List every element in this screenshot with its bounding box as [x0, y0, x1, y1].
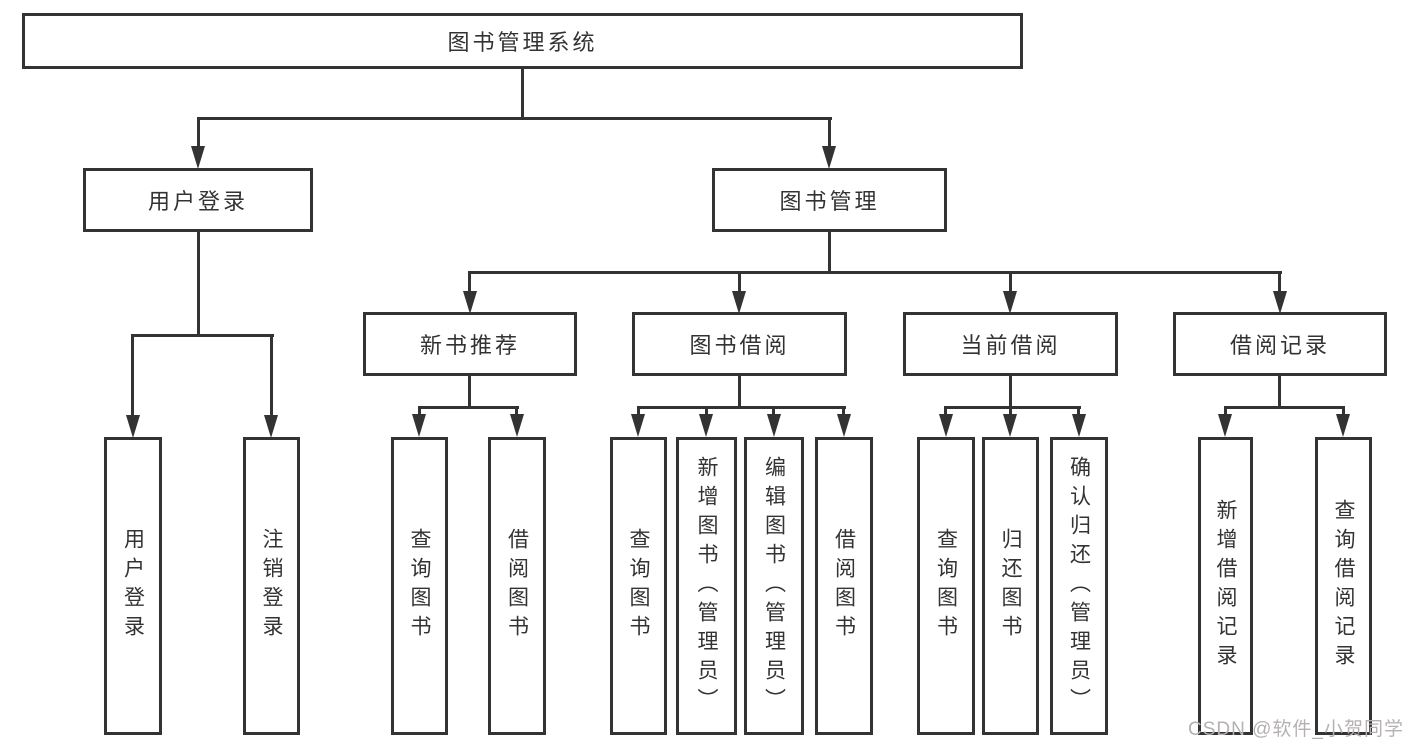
arrow-down-icon: [822, 146, 836, 169]
csdn-watermark: CSDN @软件_小贺同学: [1188, 719, 1404, 740]
arrow-down-icon: [126, 415, 140, 438]
connector-new-book-down: [468, 376, 471, 409]
node-borrow-record: 借阅记录: [1173, 312, 1387, 376]
leaf-confirm-return-admin: 确认归还（管理员）: [1050, 437, 1108, 735]
connector-book-borrow-down: [738, 376, 741, 409]
leaf-logout: 注销登录: [243, 437, 300, 735]
connector-new-book-split: [418, 406, 519, 409]
connector-l3-stem: [738, 271, 741, 293]
arrow-down-icon: [1072, 414, 1086, 437]
connector-leaf-stem: [1009, 406, 1012, 418]
arrow-down-icon: [1336, 414, 1350, 437]
connector-leaf-stem: [1342, 406, 1345, 418]
leaf-query-borrow-record: 查询借阅记录: [1315, 437, 1372, 735]
node-new-book-recommend-label: 新书推荐: [419, 333, 520, 358]
connector-leaf-stem: [270, 334, 273, 422]
arrow-down-icon: [1218, 414, 1232, 437]
arrow-down-icon: [732, 291, 746, 314]
leaf-edit-book-admin: 编辑图书（管理员）: [744, 437, 804, 735]
arrow-down-icon: [699, 414, 713, 437]
connector-user-login-stem: [197, 117, 200, 150]
connector-book-mgmt-branch: [469, 271, 1282, 274]
leaf-user-login: 用户登录: [104, 437, 162, 735]
connector-leaf-stem: [944, 406, 947, 418]
connector-root-branch: [197, 117, 832, 120]
connector-l3-stem: [468, 271, 471, 293]
leaf-add-book-admin: 新增图书（管理员）: [676, 437, 737, 735]
node-current-borrow-label: 当前借阅: [960, 333, 1061, 358]
connector-leaf-stem: [842, 406, 845, 418]
node-current-borrow: 当前借阅: [903, 312, 1118, 376]
arrow-down-icon: [191, 146, 205, 169]
connector-current-borrow-down: [1009, 376, 1012, 409]
connector-leaf-stem: [772, 406, 775, 418]
arrow-down-icon: [1003, 414, 1017, 437]
connector-leaf-stem: [1077, 406, 1080, 418]
node-new-book-recommend: 新书推荐: [363, 312, 577, 376]
leaf-borrow-book: 借阅图书: [815, 437, 873, 735]
arrow-down-icon: [264, 415, 278, 438]
node-book-management: 图书管理: [712, 168, 947, 232]
connector-l3-stem: [1009, 271, 1012, 293]
node-user-login: 用户登录: [83, 168, 313, 232]
leaf-return-book: 归还图书: [982, 437, 1039, 735]
connector-l3-stem: [1278, 271, 1281, 293]
connector-leaf-stem: [418, 406, 421, 418]
arrow-down-icon: [767, 414, 781, 437]
connector-leaf-stem: [637, 406, 640, 418]
connector-leaf-stem: [515, 406, 518, 418]
node-user-login-label: 用户登录: [147, 189, 248, 214]
leaf-query-book: 查询图书: [917, 437, 975, 735]
node-book-management-label: 图书管理: [779, 189, 880, 214]
node-book-borrow: 图书借阅: [632, 312, 847, 376]
leaf-query-book: 查询图书: [610, 437, 667, 735]
node-book-borrow-label: 图书借阅: [689, 333, 790, 358]
connector-current-borrow-split: [945, 406, 1081, 409]
node-borrow-record-label: 借阅记录: [1229, 333, 1330, 358]
arrow-down-icon: [510, 414, 524, 437]
arrow-down-icon: [1273, 291, 1287, 314]
connector-leaf-stem: [1224, 406, 1227, 418]
connector-user-login-down: [197, 232, 200, 336]
connector-book-mgmt-down: [828, 232, 831, 274]
node-root-system: 图书管理系统: [22, 13, 1023, 69]
leaf-borrow-book: 借阅图书: [488, 437, 546, 735]
connector-book-mgmt-stem: [828, 117, 831, 150]
connector-leaf-stem: [131, 334, 134, 422]
arrow-down-icon: [1003, 291, 1017, 314]
connector-root-stem: [521, 69, 524, 119]
arrow-down-icon: [631, 414, 645, 437]
arrow-down-icon: [463, 291, 477, 314]
connector-leaf-stem: [705, 406, 708, 418]
arrow-down-icon: [412, 414, 426, 437]
arrow-down-icon: [837, 414, 851, 437]
connector-borrow-record-split: [1224, 406, 1345, 409]
connector-borrow-record-down: [1278, 376, 1281, 409]
leaf-query-book: 查询图书: [391, 437, 448, 735]
leaf-add-borrow-record: 新增借阅记录: [1198, 437, 1253, 735]
connector-book-borrow-split: [637, 406, 846, 409]
connector-user-login-split: [132, 334, 274, 337]
node-root-label: 图书管理系统: [447, 30, 598, 55]
arrow-down-icon: [939, 414, 953, 437]
